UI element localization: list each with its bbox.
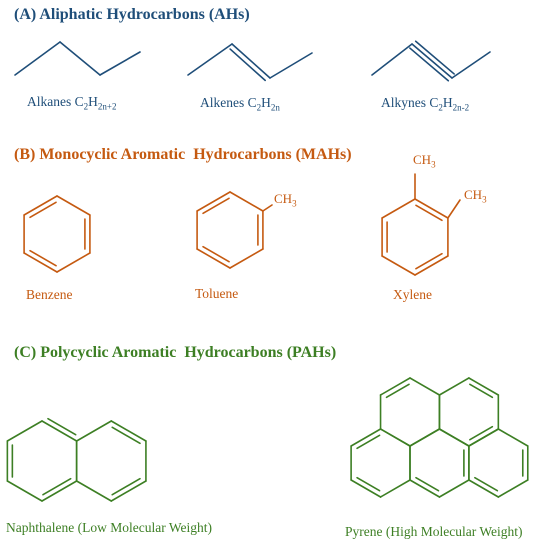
naphthalene-right-inner-double-bond	[111, 477, 141, 496]
alkene-double-bond	[229, 48, 266, 82]
alkyne-triple-bond	[414, 40, 455, 75]
pyrene-top-right-inner-double-bond	[469, 425, 494, 441]
pyrene-top-ring-bond	[409, 377, 441, 396]
alkene-bond	[231, 43, 271, 79]
pyrene-top-right-ring-bond	[468, 377, 500, 396]
xylene-methyl-right-label: CH3	[464, 187, 487, 205]
alkane-bond	[59, 41, 101, 76]
pyrene-right-ring-bond	[468, 428, 500, 447]
pyrene-right-ring-bond	[497, 428, 529, 447]
benzene-label: Benzene	[26, 287, 73, 302]
pyrene-label: Pyrene (High Molecular Weight)	[345, 524, 523, 539]
toluene-label: Toluene	[195, 286, 239, 301]
section-b-title: (B) Monocyclic Aromatic Hydrocarbons (MA…	[14, 146, 352, 163]
pyrene-left-inner-double-bond	[356, 434, 381, 450]
xylene-methyl-bond-right	[447, 199, 461, 219]
alkanes-formula: C2H2n+2	[74, 94, 117, 112]
section-c-title: (C) Polycyclic Aromatic Hydrocarbons (PA…	[14, 344, 337, 361]
xylene-ring-bond	[414, 198, 449, 219]
xylene-inner-double-bond	[415, 252, 443, 270]
alkyne-bond	[451, 51, 491, 79]
alkynes-label: Alkynes C2H2n-2	[381, 95, 469, 113]
alkane-bond	[99, 51, 141, 76]
pyrene-left-ring-bond	[350, 479, 382, 498]
alkynes-name: Alkynes	[381, 95, 426, 110]
benzene-ring-bond	[23, 195, 58, 216]
naphthalene-right-ring-bond	[110, 420, 147, 442]
toluene-ring-bond	[229, 248, 264, 269]
xylene-ring-bond	[381, 198, 416, 219]
benzene-ring-bond	[56, 195, 91, 216]
alkane-bond	[14, 41, 61, 76]
pyrene-right-ring-bond	[497, 479, 529, 498]
naphthalene-right-ring-bond	[75, 420, 113, 442]
pyrene-top-ring-bond	[379, 377, 411, 396]
pyrene-top-inner-double-bond	[385, 383, 410, 399]
xylene-inner-double-bond	[415, 204, 443, 222]
naphthalene-right-inner-double-bond	[111, 426, 141, 445]
alkanes-name: Alkanes	[27, 94, 72, 109]
naphthalene-left-ring-bond	[41, 420, 78, 442]
pyrene-center-ring-bond	[438, 428, 470, 447]
pyrene-center-ring-bond	[409, 428, 441, 447]
alkenes-label: Alkenes C2H2n	[200, 95, 280, 113]
toluene-inner-double-bond	[202, 197, 230, 215]
alkene-bond	[269, 52, 313, 79]
naphthalene-left-inner-double-bond	[42, 477, 72, 496]
toluene-ring-bond	[229, 191, 264, 212]
pyrene-left-ring-bond	[379, 428, 411, 447]
naphthalene-right-ring-bond	[75, 480, 113, 502]
alkyne-bond	[371, 43, 413, 76]
toluene-methyl-label: CH3	[274, 191, 297, 209]
xylene-ring-bond	[381, 255, 416, 276]
xylene-methyl-top-label: CH3	[413, 152, 436, 170]
naphthalene-left-ring-bond	[6, 480, 43, 502]
pyrene-top-right-inner-double-bond	[469, 383, 494, 399]
pyrene-right-inner-double-bond	[474, 476, 499, 492]
naphthalene-label: Naphthalene (Low Molecular Weight)	[6, 520, 212, 535]
pyrene-left-ring-bond	[350, 428, 382, 447]
pyrene-center-ring-bond	[409, 479, 441, 498]
alkyne-bond	[411, 43, 453, 79]
naphthalene-left-ring-bond	[6, 420, 43, 442]
section-a-title: (A) Aliphatic Hydrocarbons (AHs)	[14, 6, 250, 23]
xylene-ring-bond	[414, 255, 449, 276]
toluene-ring-bond	[196, 248, 231, 269]
benzene-inner-double-bond	[29, 249, 57, 267]
naphthalene-right-ring-bond	[110, 480, 147, 502]
alkyne-triple-bond	[409, 47, 450, 82]
alkenes-formula: C2H2n	[247, 95, 280, 113]
pyrene-center-ring-bond	[438, 479, 470, 498]
alkanes-label: Alkanes C2H2n+2	[27, 94, 116, 112]
naphthalene-inner-double-bond	[47, 417, 77, 436]
alkene-bond	[187, 43, 233, 76]
benzene-inner-double-bond	[29, 201, 57, 219]
pyrene-center-inner-double-bond	[415, 476, 440, 492]
pyrene-left-ring-bond	[379, 479, 411, 498]
benzene-ring-bond	[23, 252, 58, 273]
toluene-methyl-bond	[262, 204, 273, 212]
pyrene-left-inner-double-bond	[356, 476, 381, 492]
benzene-ring-bond	[56, 252, 91, 273]
xylene-label: Xylene	[393, 287, 432, 302]
pyrene-top-right-ring-bond	[438, 377, 470, 396]
toluene-ring-bond	[196, 191, 231, 212]
alkenes-name: Alkenes	[200, 95, 245, 110]
pyrene-right-ring-bond	[468, 479, 500, 498]
toluene-inner-double-bond	[202, 245, 230, 263]
naphthalene-left-ring-bond	[41, 480, 78, 502]
alkynes-formula: C2H2n-2	[429, 95, 470, 113]
